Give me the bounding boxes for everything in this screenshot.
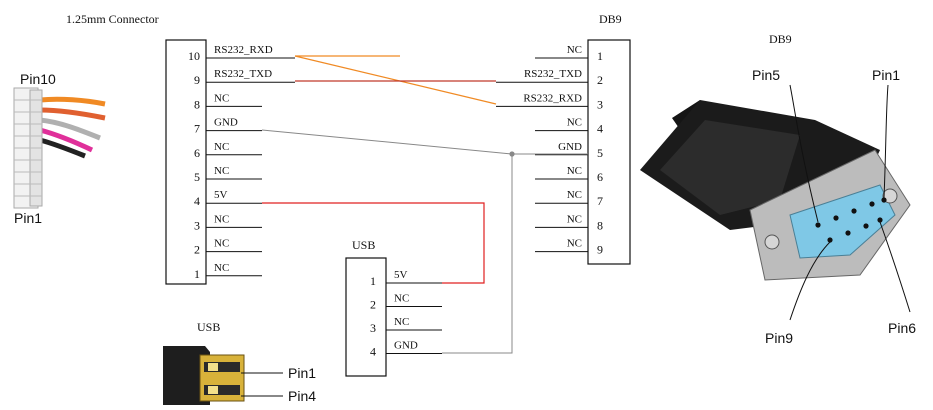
db9-pin-number: 3	[597, 97, 603, 111]
db9-photo-pin1-label: Pin1	[872, 67, 900, 83]
usb-pin: 1 5V	[370, 269, 442, 288]
db9-pin: 6 NC	[535, 165, 603, 184]
db9-photo-title: DB9	[769, 32, 792, 46]
connector-125-pin-signal: NC	[214, 92, 229, 104]
usb-pin-signal: GND	[394, 340, 418, 352]
connector-125-pin-signal: GND	[214, 117, 238, 129]
connector-125-pin-number: 6	[194, 146, 200, 160]
connector-125-pin-signal: 5V	[214, 189, 228, 201]
usb-pin-number: 2	[370, 298, 376, 312]
db9-schematic: DB9 1NC2RS232_TXD3RS232_RXD4NC5GND6NC7NC…	[496, 12, 631, 265]
db9-pin: 4 NC	[535, 117, 603, 136]
usb-pin: 2 NC	[370, 293, 442, 312]
db9-pin-number: 9	[597, 243, 603, 257]
db9-pin: 7 NC	[535, 189, 603, 208]
connector-125-pin-number: 7	[194, 122, 200, 136]
db9-photo-pin5-label: Pin5	[752, 67, 780, 83]
connector-125-pin: 5 NC	[194, 165, 262, 184]
usb-body	[345, 257, 387, 377]
db9-pin-number: 1	[597, 49, 603, 63]
connector-125-pin: 4 5V	[194, 189, 262, 208]
usb-pin-number: 3	[370, 321, 376, 335]
db9-body	[587, 39, 631, 265]
wire-5v	[262, 202, 485, 284]
usb-pin-signal: NC	[394, 316, 409, 328]
db9-pin: 8 NC	[535, 213, 603, 232]
connector-125-pin: 7 GND	[194, 117, 262, 136]
db9-pin-signal: NC	[567, 189, 582, 201]
db9-pin-number: 7	[597, 194, 603, 208]
connector-125-pin: 6 NC	[194, 141, 262, 160]
connector-photo: Pin10 Pin1	[13, 71, 106, 226]
connector-125-pin-signal: NC	[214, 262, 229, 274]
db9-pin-signal: GND	[558, 141, 582, 153]
connector-125-pin: 10 RS232_RXD	[188, 44, 295, 63]
usb-pin: 3 NC	[370, 316, 442, 335]
connector-125-pin: 3 NC	[194, 213, 262, 232]
connector-125-pin-signal: NC	[214, 141, 229, 153]
db9-pin-signal: NC	[567, 117, 582, 129]
db9-pin: 3 RS232_RXD	[496, 92, 603, 111]
wire-gnd-usb	[442, 154, 513, 354]
connector-125-pin-number: 3	[194, 218, 200, 232]
connector-125-title: 1.25mm Connector	[66, 12, 159, 26]
wires	[261, 55, 588, 354]
connector-125-pin-number: 2	[194, 243, 200, 257]
connector-125-pin: 9 RS232_TXD	[194, 68, 295, 87]
connector-125-pin-number: 1	[194, 267, 200, 281]
connector-125-pin-number: 10	[188, 49, 200, 63]
db9-pin-signal: RS232_RXD	[523, 92, 582, 104]
connector-125-pin-signal: RS232_TXD	[214, 68, 272, 80]
connector-125-pin-signal: NC	[214, 165, 229, 177]
db9-pin-signal: RS232_TXD	[524, 68, 582, 80]
connector-125-pin-signal: RS232_RXD	[214, 44, 273, 56]
db9-pin: 5 GND	[535, 141, 603, 160]
usb-pin-signal: NC	[394, 293, 409, 305]
db9-pin-signal: NC	[567, 238, 582, 250]
connector-125-body	[165, 39, 207, 285]
connector-125-pin-signal: NC	[214, 238, 229, 250]
db9-pin-number: 4	[597, 122, 603, 136]
connector-photo-pin1-label: Pin1	[14, 210, 42, 226]
usb-pin: 4 GND	[370, 340, 442, 359]
usb-schematic-title: USB	[352, 238, 375, 252]
gnd-junction	[509, 151, 515, 157]
db9-pin-number: 2	[597, 73, 603, 87]
db9-pin-signal: NC	[567, 165, 582, 177]
db9-photo: DB9 Pin5 Pin1 Pin9 Pin6	[640, 32, 916, 346]
usb-photo: USB Pin1 Pin4	[163, 320, 316, 405]
connector-125-pin: 1 NC	[194, 262, 262, 281]
db9-schematic-title: DB9	[599, 12, 622, 26]
connector-photo-pin10-label: Pin10	[20, 71, 56, 87]
db9-pin: 2 RS232_TXD	[496, 68, 603, 87]
db9-pin-number: 8	[597, 218, 603, 232]
connector-125-pin: 8 NC	[194, 92, 262, 111]
db9-pin-number: 5	[597, 146, 603, 160]
connector-125-pin-number: 8	[194, 97, 200, 111]
db9-pin: 9 NC	[535, 238, 603, 257]
usb-photo-pin1-label: Pin1	[288, 365, 316, 381]
connector-125-pin: 2 NC	[194, 238, 262, 257]
db9-pin-signal: NC	[567, 213, 582, 225]
db9-pin: 1 NC	[535, 44, 603, 63]
usb-photo-title: USB	[197, 320, 220, 334]
usb-pin-number: 4	[370, 345, 376, 359]
connector-125-pin-number: 4	[194, 194, 200, 208]
db9-pin-signal: NC	[567, 44, 582, 56]
connector-125-pin-signal: NC	[214, 213, 229, 225]
usb-pin-signal: 5V	[394, 269, 408, 281]
usb-photo-pin4-label: Pin4	[288, 388, 316, 404]
db9-pin-number: 6	[597, 170, 603, 184]
db9-photo-pin9-label: Pin9	[765, 330, 793, 346]
wire-gnd	[261, 129, 588, 155]
connector-125-pin-number: 5	[194, 170, 200, 184]
connector-125-pin-number: 9	[194, 73, 200, 87]
db9-photo-pin6-label: Pin6	[888, 320, 916, 336]
wire-rxd-cross	[294, 55, 497, 105]
usb-pin-number: 1	[370, 274, 376, 288]
